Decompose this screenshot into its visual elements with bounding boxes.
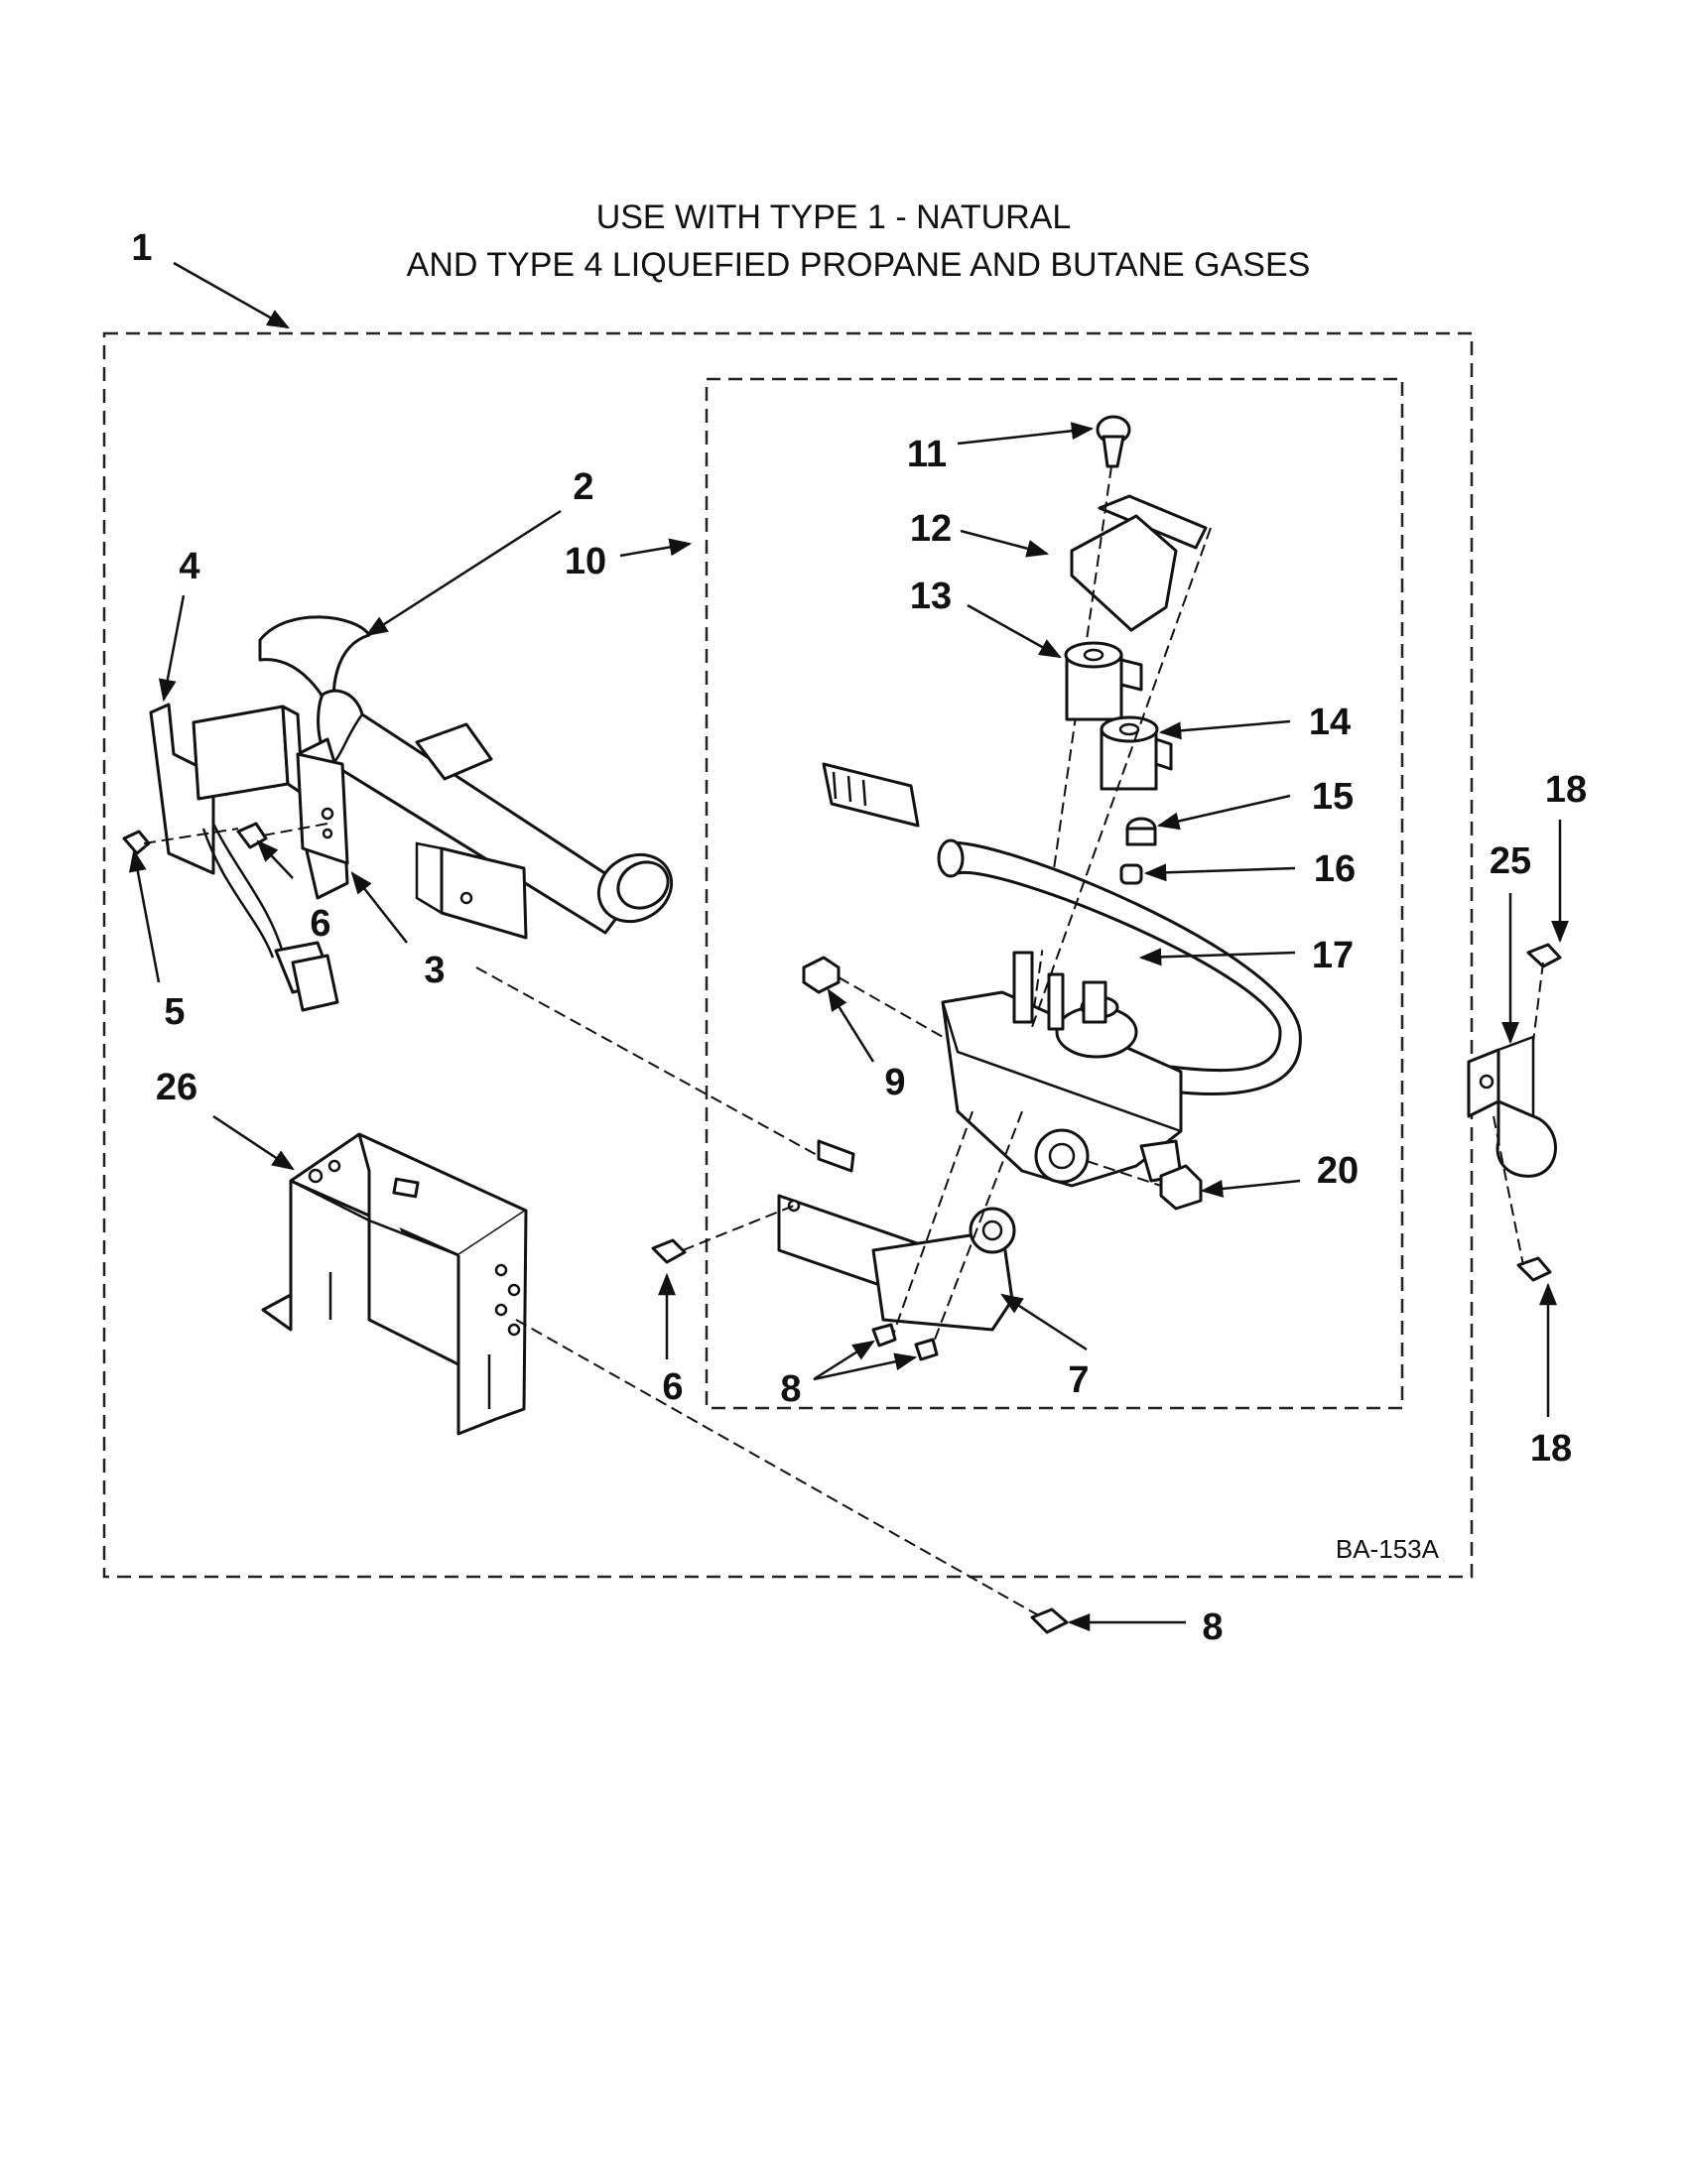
callout-9: 9 (884, 1062, 905, 1103)
callout-17: 17 (1312, 935, 1354, 976)
callout-6-left: 6 (310, 903, 330, 945)
callout-3: 3 (424, 950, 445, 991)
callout-18-bottom: 18 (1530, 1428, 1572, 1470)
callout-18-top: 18 (1545, 769, 1587, 811)
valve-bracket-7 (475, 966, 1016, 1332)
screw-18-bottom (1493, 1115, 1552, 1282)
callout-14: 14 (1309, 702, 1351, 743)
igniter-bracket (149, 703, 349, 875)
nut-9 (802, 956, 944, 1038)
callout-8-bottom: 8 (1202, 1606, 1223, 1648)
callout-11: 11 (907, 434, 947, 475)
callout-1: 1 (131, 227, 152, 269)
burner-assembly-outline (102, 331, 1474, 1579)
burner-tube (258, 615, 674, 935)
mounting-bracket-26 (261, 1132, 1043, 1618)
callout-5: 5 (164, 991, 185, 1033)
callout-6-center: 6 (662, 1366, 683, 1408)
coil-13 (1064, 641, 1143, 721)
callout-7: 7 (1068, 1359, 1089, 1401)
cap-15 (1125, 817, 1157, 846)
callout-26: 26 (156, 1067, 197, 1108)
callout-15: 15 (1312, 776, 1354, 818)
valve-assembly-outline (705, 377, 1404, 1410)
gas-valve-body (941, 951, 1183, 1188)
callout-16: 16 (1314, 848, 1356, 890)
screw-6-center (651, 1205, 795, 1264)
callout-10: 10 (565, 541, 606, 582)
diagram-title-line-2: AND TYPE 4 LIQUEFIED PROPANE AND BUTANE … (407, 246, 1311, 284)
clip-25 (1467, 1035, 1557, 1178)
callout-2: 2 (573, 466, 593, 508)
callout-12: 12 (910, 508, 952, 550)
coil-14 (1100, 715, 1173, 791)
callout-13: 13 (910, 576, 952, 617)
orifice-pipe (822, 762, 1302, 1095)
callout-8-left: 8 (780, 1368, 801, 1410)
plug-16 (1119, 863, 1143, 885)
screw-8-bottom (1030, 1607, 1069, 1634)
igniter-wires (201, 823, 339, 1012)
screw-5 (122, 828, 239, 855)
valve-bracket-12 (1070, 494, 1208, 632)
diagram-code: BA-153A (1336, 1534, 1440, 1564)
screw-8-left (871, 1323, 939, 1361)
callout-25: 25 (1490, 840, 1531, 882)
diagram-title-line-1: USE WITH TYPE 1 - NATURAL (596, 198, 1072, 236)
leader-lines (128, 261, 1569, 1631)
callout-20: 20 (1317, 1150, 1359, 1192)
plug-20 (1086, 1160, 1203, 1211)
screw-18-top (1526, 943, 1562, 1043)
callout-4: 4 (179, 546, 199, 587)
